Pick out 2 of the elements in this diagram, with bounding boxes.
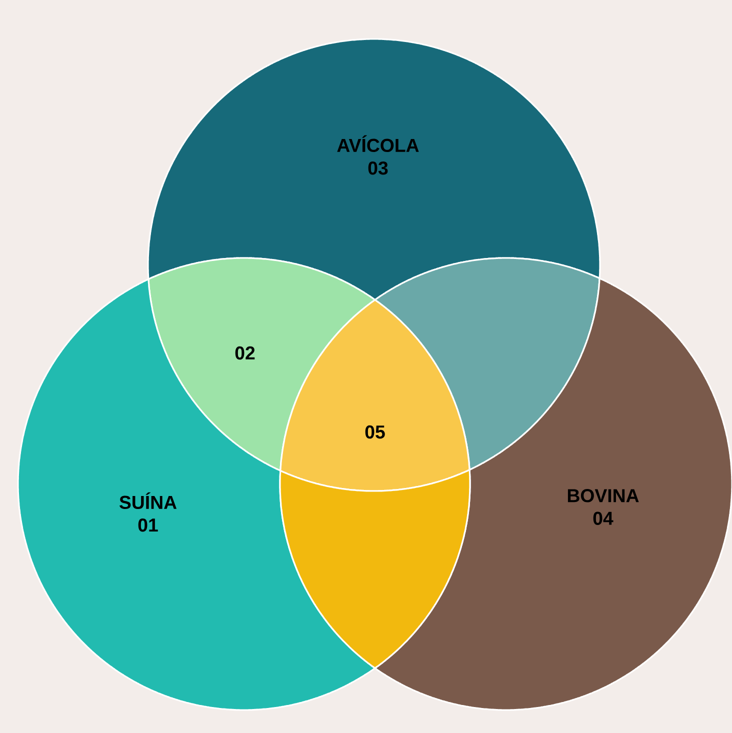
overlap-region bbox=[279, 469, 471, 669]
overlap-region: 05 bbox=[280, 299, 470, 492]
